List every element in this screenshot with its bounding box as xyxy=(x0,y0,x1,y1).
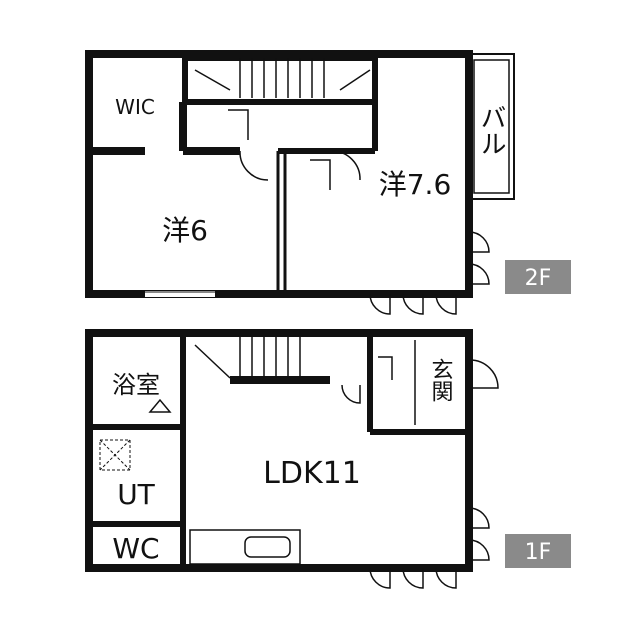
room-label-wc: WC xyxy=(112,532,159,565)
room-label-wic: WIC xyxy=(115,95,155,119)
door-2f-side-2 xyxy=(468,263,490,285)
room-label-western6: 洋6 xyxy=(162,214,208,247)
stairs-2f xyxy=(194,58,371,98)
floor-1f xyxy=(85,329,499,589)
door-2f-bottom-3 xyxy=(435,293,457,315)
shoe-closet-door xyxy=(378,356,393,380)
svg-text:2F: 2F xyxy=(525,266,552,291)
room-label-balcony: バル xyxy=(476,104,506,156)
balcony-inner xyxy=(473,59,510,194)
door-1f-side-2 xyxy=(468,539,490,561)
closet-door-2f xyxy=(228,109,249,140)
room-label-ldk: LDK11 xyxy=(263,456,361,491)
bath-step-icon xyxy=(148,398,172,413)
floor-badge-1f: 1F xyxy=(505,534,571,568)
door-2f-bottom-1 xyxy=(369,293,391,315)
door-1f-bottom-1 xyxy=(369,567,391,589)
kitchen-sink xyxy=(244,536,291,558)
stair-wall-2f xyxy=(182,55,378,105)
svg-text:1F: 1F xyxy=(525,540,552,565)
door-swing-2f-1 xyxy=(239,150,269,181)
closet-door-2f-2 xyxy=(310,159,331,190)
room-label-bath: 浴室 xyxy=(112,371,160,399)
floor-badge-2f: 2F xyxy=(505,260,571,294)
room-label-western76: 洋7.6 xyxy=(379,168,452,201)
balcony-outline xyxy=(468,53,515,200)
door-swing-2f-2 xyxy=(331,150,361,181)
door-1f-bottom-2 xyxy=(402,567,424,589)
stairs-1f xyxy=(194,337,301,379)
floor-2f xyxy=(85,50,515,315)
room-label-ut: UT xyxy=(117,478,155,511)
door-1f-hall xyxy=(341,384,361,404)
kitchen-counter xyxy=(189,529,301,565)
door-2f-bottom-2 xyxy=(402,293,424,315)
door-1f-side-1 xyxy=(468,507,490,529)
door-2f-side-1 xyxy=(468,231,490,253)
washer-pan xyxy=(99,439,131,471)
outer-wall-1f xyxy=(85,329,473,572)
door-1f-bottom-3 xyxy=(435,567,457,589)
room-label-entrance: 玄関 xyxy=(428,358,453,402)
front-door xyxy=(469,359,499,389)
